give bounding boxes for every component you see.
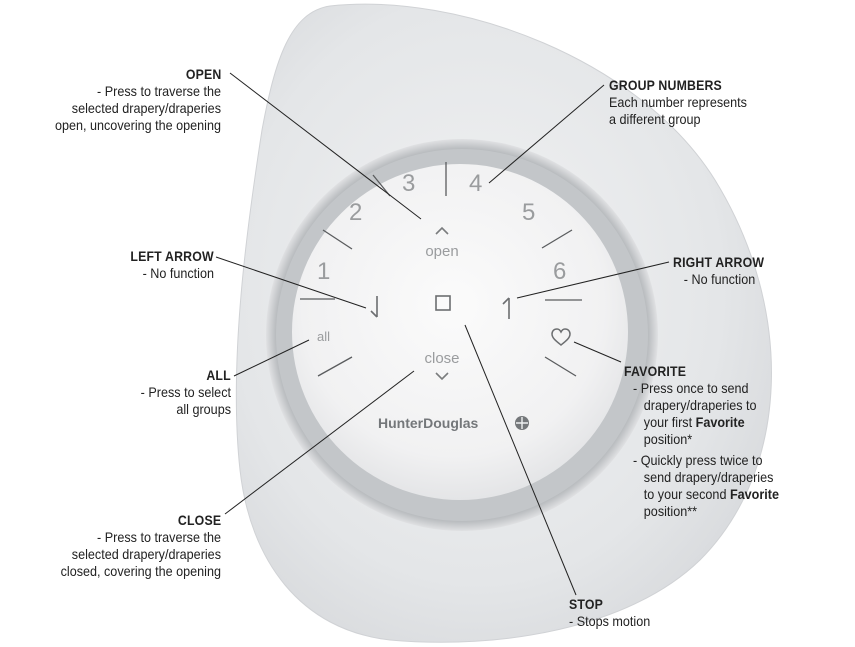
favorite-item2-line2: send drapery/draperies	[643, 469, 774, 485]
group-number-3[interactable]: 3	[402, 170, 415, 197]
group-number-5[interactable]: 5	[522, 199, 535, 226]
callout-close-line-1: - Press to traverse the	[97, 529, 221, 545]
dial-ticks	[300, 162, 582, 377]
favorite-heart-icon[interactable]	[551, 328, 571, 346]
callout-left-arrow-line-1: - No function	[142, 265, 214, 281]
dial-face	[292, 164, 628, 500]
callout-open-line-3: open, uncovering the opening	[54, 117, 221, 133]
callout-close-line-3: closed, covering the opening	[60, 563, 221, 579]
callout-stop: STOP - Stops motion	[569, 596, 729, 630]
left-arrow-button[interactable]	[370, 296, 378, 318]
favorite-item2-line3: to your second	[643, 486, 730, 502]
callout-group-numbers-line-2: a different group	[609, 111, 701, 127]
callout-stop-title: STOP	[569, 596, 604, 612]
open-button[interactable]: open	[425, 243, 458, 260]
stop-button[interactable]	[435, 295, 451, 311]
callout-open-line-1: - Press to traverse the	[97, 83, 221, 99]
callout-right-arrow: RIGHT ARROW - No function	[673, 254, 833, 288]
callout-open-line-2: selected drapery/draperies	[71, 100, 221, 116]
group-number-1[interactable]: 1	[317, 258, 330, 285]
callout-close: CLOSE - Press to traverse the selected d…	[0, 512, 221, 580]
favorite-item1-line4: position*	[643, 431, 693, 447]
close-chevron-icon	[435, 372, 449, 381]
favorite-item1-line3: your first	[643, 414, 696, 430]
callout-group-numbers-title: GROUP NUMBERS	[609, 77, 722, 93]
group-number-4[interactable]: 4	[469, 170, 482, 197]
callout-right-arrow-line-1: - No function	[683, 271, 756, 287]
brand-logo-text: HunterDouglas	[378, 415, 479, 431]
favorite-item1-line2: drapery/draperies to	[643, 397, 757, 413]
callout-all: ALL - Press to select all groups	[71, 367, 231, 418]
callout-close-line-2: selected drapery/draperies	[71, 546, 221, 562]
group-number-2[interactable]: 2	[349, 199, 362, 226]
favorite-item2-bold: Favorite	[729, 486, 779, 502]
close-button[interactable]: close	[424, 350, 459, 367]
callout-all-line-1: - Press to select	[140, 384, 231, 400]
favorite-item1-line1: - Press once to send	[633, 380, 749, 396]
callout-close-title: CLOSE	[177, 512, 221, 528]
callout-all-title: ALL	[206, 367, 231, 383]
callout-left-arrow-title: LEFT ARROW	[130, 248, 214, 264]
open-chevron-icon	[435, 226, 449, 235]
right-arrow-button[interactable]	[502, 297, 510, 319]
leader-lines	[215, 72, 670, 596]
favorite-item2-line1: - Quickly press twice to	[633, 452, 763, 468]
right-arrow-icon	[502, 297, 510, 319]
left-arrow-icon	[370, 296, 378, 318]
favorite-item1-bold: Favorite	[695, 414, 745, 430]
callout-group-numbers: GROUP NUMBERS Each number represents a d…	[609, 77, 809, 128]
callout-open: OPEN - Press to traverse the selected dr…	[0, 66, 221, 134]
all-button[interactable]: all	[317, 329, 330, 344]
favorite-item2-line4: position**	[643, 503, 698, 519]
callout-open-title: OPEN	[185, 66, 221, 82]
callout-all-line-2: all groups	[176, 401, 231, 417]
callout-stop-line-1: - Stops motion	[569, 613, 651, 629]
callout-favorite-title: FAVORITE	[624, 363, 687, 379]
callout-favorite: FAVORITE - Press once to send drapery/dr…	[624, 363, 850, 520]
callout-left-arrow: LEFT ARROW - No function	[54, 248, 214, 282]
callout-right-arrow-title: RIGHT ARROW	[673, 254, 765, 270]
callout-group-numbers-line-1: Each number represents	[609, 94, 747, 110]
group-number-6[interactable]: 6	[553, 258, 566, 285]
